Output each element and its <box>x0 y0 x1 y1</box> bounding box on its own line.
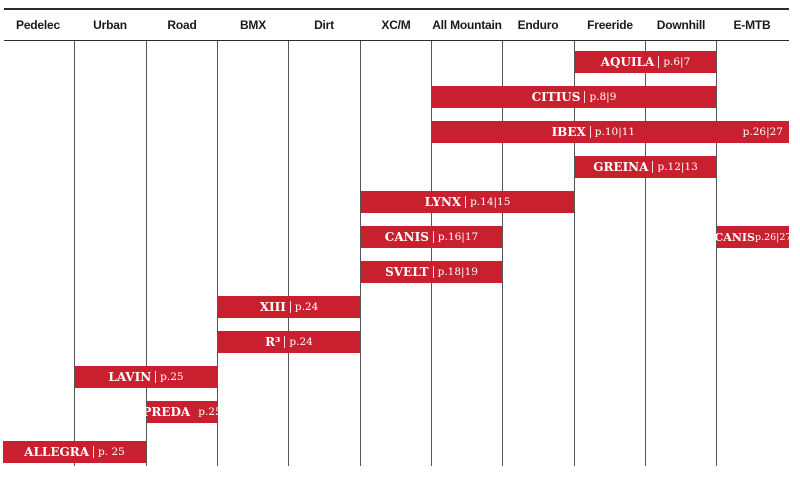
column-divider <box>360 41 361 466</box>
column-header-enduro: Enduro <box>517 18 559 32</box>
bar-r3[interactable]: R³ p.24 <box>218 331 360 353</box>
header-rule <box>4 40 789 41</box>
bar-citius[interactable]: CITIUS p.8|9 <box>432 86 716 108</box>
bar-page: p.25 <box>198 406 222 418</box>
bar-svelt[interactable]: SVELT p.18|19 <box>361 261 502 283</box>
bar-page: p.10|11 <box>594 126 636 138</box>
bar-name: AQUILA <box>600 55 655 69</box>
bar-page: p.6|7 <box>663 56 691 68</box>
bar-separator <box>652 161 654 173</box>
bar-page: p.18|19 <box>437 266 478 278</box>
column-header-urban: Urban <box>93 18 127 32</box>
bar-separator <box>658 56 660 68</box>
top-rule <box>4 8 789 10</box>
bar-page: p.24 <box>294 301 319 313</box>
column-header-freeride: Freeride <box>587 18 633 32</box>
column-header-e-mtb: E-MTB <box>733 18 771 32</box>
bar-lavin[interactable]: LAVIN p.25 <box>75 366 217 388</box>
column-header-xcm: XC/M <box>381 18 411 32</box>
bar-name: R³ <box>265 335 281 349</box>
bar-separator <box>584 91 586 103</box>
column-divider <box>645 41 646 466</box>
bar-page: p. 25 <box>98 446 125 458</box>
bar-name: IBEX <box>551 125 586 139</box>
bar-name: LYNX <box>424 195 462 209</box>
bar-separator <box>589 126 591 138</box>
bar-name: PREDA <box>142 405 191 419</box>
bar-page: p.14|15 <box>470 196 511 208</box>
bar-separator <box>432 231 434 243</box>
column-divider <box>217 41 218 466</box>
column-header-road: Road <box>167 18 197 32</box>
bar-separator <box>432 266 434 278</box>
bar-extra-page: p.26|27 <box>742 126 783 138</box>
column-divider <box>146 41 147 466</box>
bar-page: p.25 <box>160 371 184 383</box>
bar-main-label: IBEX p.10|11 <box>552 125 636 139</box>
column-divider <box>574 41 575 466</box>
bar-page: p.26|27 <box>754 231 792 243</box>
bar-page: p.8|9 <box>589 91 617 103</box>
bar-name: CANIS <box>384 230 429 244</box>
column-divider <box>74 41 75 466</box>
bar-separator <box>93 446 95 458</box>
bar-preda[interactable]: PREDA p.25 <box>142 401 222 423</box>
bar-canis[interactable]: CANIS p.16|17 <box>361 226 502 248</box>
column-divider <box>288 41 289 466</box>
bar-name: ALLEGRA <box>24 445 90 459</box>
bar-name: GREINA <box>593 160 649 174</box>
column-header-all-mountain: All Mountain <box>432 18 502 32</box>
bar-page: p.16|17 <box>437 231 479 243</box>
column-header-pedelec: Pedelec <box>16 18 60 32</box>
column-header-dirt: Dirt <box>314 18 334 32</box>
bar-page: p.24 <box>289 336 313 348</box>
bar-separator <box>465 196 467 208</box>
bar-allegra[interactable]: ALLEGRA p. 25 <box>3 441 146 463</box>
column-divider <box>502 41 503 466</box>
bar-name: CANIS <box>714 230 755 244</box>
column-divider <box>716 41 717 466</box>
bar-page: p.12|13 <box>657 161 698 173</box>
bar-name: CITIUS <box>531 90 581 104</box>
column-header-bmx: BMX <box>239 18 267 32</box>
bar-separator <box>284 336 286 348</box>
bar-greina[interactable]: GREINA p.12|13 <box>575 156 716 178</box>
bar-aquila[interactable]: AQUILA p.6|7 <box>575 51 716 73</box>
column-divider <box>431 41 432 466</box>
bar-name: SVELT <box>385 265 429 279</box>
bar-xiii[interactable]: XIII p.24 <box>218 296 360 318</box>
bar-name: LAVIN <box>108 370 152 384</box>
bar-lynx[interactable]: LYNX p.14|15 <box>361 191 574 213</box>
bar-separator <box>289 301 291 313</box>
bar-ibex[interactable]: IBEX p.10|11 p.26|27 <box>432 121 789 143</box>
bar-separator <box>155 371 157 383</box>
bar-name: XIII <box>259 300 286 314</box>
column-header-downhill: Downhill <box>656 18 706 32</box>
